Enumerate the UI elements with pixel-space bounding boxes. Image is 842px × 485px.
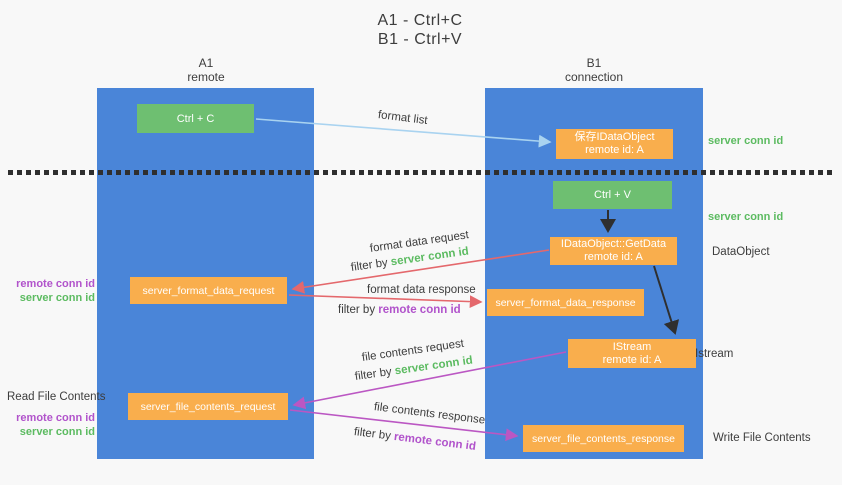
arrow-getdata-to-istream: [653, 265, 680, 335]
format-data-response-label: format data response: [367, 284, 476, 296]
remote-conn-id-annotation: remote conn id: [16, 412, 95, 424]
server-conn-id-annotation: server conn id: [19, 292, 95, 304]
save-idataobject-line1: 保存IDataObject: [574, 131, 655, 143]
boundary-dotted-line: [8, 170, 836, 175]
arrow-format-data-response: [288, 294, 483, 308]
istream-annotation: Istream: [695, 348, 734, 360]
read-file-contents-annotation: Read File Contents: [7, 391, 106, 403]
server-format-data-response-label: server_format_data_response: [495, 296, 636, 309]
left-conn-id-group-2: remote conn id server conn id: [5, 411, 95, 439]
ctrl-v-label: Ctrl + V: [594, 189, 631, 201]
istream-line2: remote id: A: [602, 353, 662, 366]
lifeline-header-b1: B1 connection: [534, 56, 654, 84]
arrow-file-contents-request: [292, 351, 567, 410]
left-conn-id-group-1: remote conn id server conn id: [5, 277, 95, 305]
remote-conn-id-keyword: remote conn id: [378, 304, 461, 316]
lifeline-a1-name: A1: [198, 56, 214, 70]
server-conn-id-annotation-mid: server conn id: [708, 211, 784, 223]
ctrl-c-box: Ctrl + C: [137, 104, 254, 133]
server-conn-id-annotation-top: server conn id: [708, 135, 784, 147]
arrow-file-contents-response: [289, 409, 519, 442]
write-file-contents-annotation: Write File Contents: [713, 432, 811, 444]
save-idataobject-line2: remote id: A: [585, 144, 644, 156]
server-conn-id-annotation: server conn id: [19, 426, 95, 438]
getdata-box: IDataObject::GetData remote id: A: [550, 237, 677, 265]
lifeline-a1-role: remote: [187, 70, 225, 84]
server-file-contents-request-label: server_file_contents_request: [140, 400, 276, 413]
istream-box: IStream remote id: A: [568, 339, 696, 368]
lifeline-b1-role: connection: [564, 70, 624, 84]
filter-prefix: filter by: [338, 304, 379, 316]
getdata-line1: IDataObject::GetData: [560, 238, 667, 250]
server-format-data-request-label: server_format_data_request: [142, 284, 275, 297]
server-file-contents-response-label: server_file_contents_response: [531, 432, 675, 445]
istream-line1: IStream: [612, 340, 652, 353]
filter-by-remote-conn-id-label-1: filter by remote conn id: [338, 304, 461, 316]
lifeline-header-a1: A1 remote: [146, 56, 266, 84]
lifeline-b1-name: B1: [586, 56, 602, 70]
server-format-data-request-box: server_format_data_request: [130, 277, 287, 304]
getdata-line2: remote id: A: [584, 251, 643, 263]
arrow-format-data-request: [291, 249, 550, 294]
save-idataobject-box: 保存IDataObject remote id: A: [556, 129, 673, 159]
title-line-1: A1 - Ctrl+C: [377, 12, 463, 29]
arrow-format-list: [255, 118, 552, 148]
ctrl-c-label: Ctrl + C: [176, 112, 215, 125]
server-format-data-response-box: server_format_data_response: [487, 289, 644, 316]
diagram-title: A1 - Ctrl+C B1 - Ctrl+V: [300, 11, 540, 49]
server-file-contents-request-box: server_file_contents_request: [128, 393, 288, 420]
title-line-2: B1 - Ctrl+V: [377, 31, 463, 48]
ctrl-v-box: Ctrl + V: [553, 181, 672, 209]
dataobject-annotation: DataObject: [712, 246, 770, 258]
server-file-contents-response-box: server_file_contents_response: [523, 425, 684, 452]
remote-conn-id-annotation: remote conn id: [16, 278, 95, 290]
